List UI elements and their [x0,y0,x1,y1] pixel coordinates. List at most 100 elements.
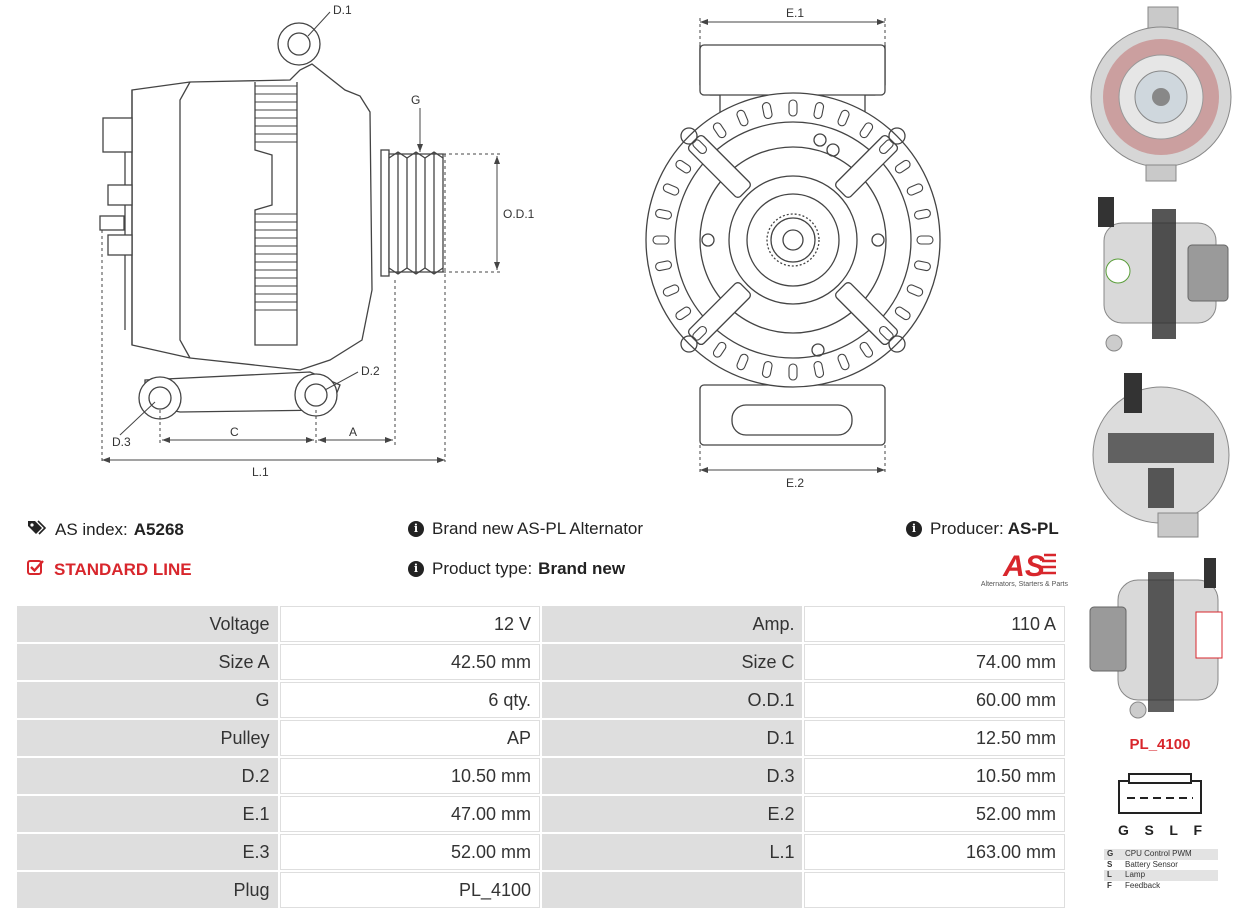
product-photo-rear [1092,373,1230,538]
info-icon: i [408,521,424,537]
checkbox-icon [27,559,45,580]
spec-label: E.3 [17,834,278,870]
spec-label: D.1 [542,720,803,756]
vent-slot [662,284,680,297]
legend-desc: Lamp [1122,870,1218,881]
as-index-value: A5268 [133,519,184,539]
product-type-label: Product type: [432,559,533,578]
vent-slot [675,159,692,174]
vent-slot [712,122,727,139]
spec-value: 10.50 mm [804,758,1065,794]
spec-label: Size A [17,644,278,680]
info-icon: i [906,521,922,537]
spec-label: D.3 [542,758,803,794]
spec-value: AP [279,720,541,756]
legend-row: S Battery Sensor [1104,860,1218,871]
spec-label: Voltage [17,606,278,642]
as-logo-text: AS [1002,550,1045,581]
legend-desc: CPU Control PWM [1122,849,1218,860]
spec-value: 52.00 mm [804,796,1065,832]
info-icon: i [408,561,424,577]
standard-line-badge: STANDARD LINE [27,559,192,580]
legend-key: F [1107,880,1112,890]
spec-value: 12.50 mm [804,720,1065,756]
vent-slot [761,102,773,120]
plug-pin-letters: G S L F [1118,822,1202,838]
vent-slot [913,208,931,220]
vent-slot [859,341,874,358]
vent-slot [913,260,931,272]
spec-label: Size C [542,644,803,680]
vent-slot [894,159,911,174]
vent-slot [675,306,692,321]
as-logo-tagline: Alternators, Starters & Parts [980,581,1068,588]
spec-label: L.1 [542,834,803,870]
dim-label-a: A [349,425,357,439]
dim-label-od1: O.D.1 [503,207,535,221]
plug-pin-letter: F [1193,822,1202,838]
producer-label: Producer: [930,519,1004,538]
plug-pin-letter: G [1118,822,1129,838]
vent-slot [662,183,680,196]
brand-text: Brand new AS-PL Alternator [432,519,644,538]
vent-slot [878,139,894,155]
spec-value: 42.50 mm [279,644,541,680]
vent-slot [837,353,850,371]
product-type-value: Brand new [538,559,626,578]
dim-label-c: C [230,425,239,439]
vent-slot [788,363,798,381]
vent-slot [906,284,924,297]
product-type: i Product type: Brand new [408,559,625,579]
dim-label-d2: D.2 [361,364,380,378]
legend-key: G [1104,849,1122,860]
dim-label-d1: D.1 [333,3,352,17]
dim-label-g: G [411,93,420,107]
spec-value: 47.00 mm [279,796,541,832]
as-index-label: AS index: [55,519,128,539]
spec-value: 60.00 mm [804,682,1065,718]
vent-slot [692,325,708,341]
vent-slot [692,139,708,155]
as-index: AS index: A5268 [27,519,184,540]
plug-name: PL_4100 [1129,736,1191,753]
tags-icon [27,519,47,540]
vent-slot [736,353,749,371]
dim-label-l1: L.1 [252,465,269,479]
legend-desc: Battery Sensor [1125,859,1178,869]
vent-slot [655,260,673,272]
vent-slot [837,109,850,127]
plug-connector-icon [1118,773,1202,814]
spec-value: PL_4100 [279,872,541,908]
dim-label-e2: E.2 [786,476,804,490]
spec-label: E.1 [17,796,278,832]
spec-label: E.2 [542,796,803,832]
vent-slot [813,102,825,120]
plug-pin-letter: S [1144,822,1154,838]
vent-slot [859,122,874,139]
dim-label-d3: D.3 [112,435,131,449]
spec-value: 74.00 mm [804,644,1065,680]
spec-value: 52.00 mm [279,834,541,870]
legend-key: S [1107,859,1113,869]
spec-label: D.2 [17,758,278,794]
spec-value: 10.50 mm [279,758,541,794]
as-logo: AS [1002,550,1056,581]
vent-slot [916,235,934,245]
vent-slot [813,360,825,378]
brand-info: i Brand new AS-PL Alternator [408,519,643,539]
product-photo-front [1090,6,1232,182]
vent-slot [878,325,894,341]
spec-value: 12 V [279,606,541,642]
vent-slot [761,360,773,378]
product-photo-side [1098,197,1229,352]
product-photo-angle [1089,558,1223,719]
dim-label-e1: E.1 [786,6,804,20]
